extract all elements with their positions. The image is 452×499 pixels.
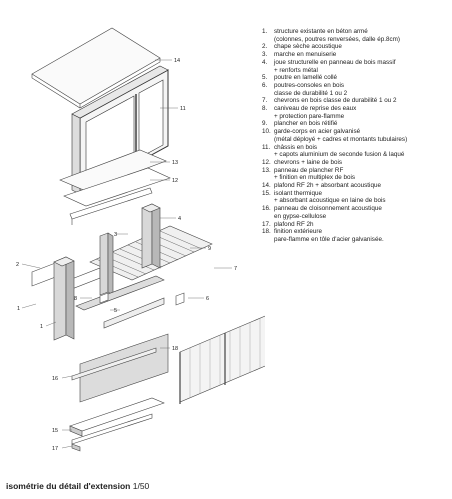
exterior-finish [79,333,169,403]
legend-item: 2. chape sèche acoustique [262,43,448,51]
callout-17: 17 [52,446,58,452]
legend-number: 15. [262,189,271,197]
legend-text: plafond RF 2h [274,220,314,228]
legend-item: 16.panneau de cloisonnement acoustique e… [262,205,448,220]
legend-item: 12.chevrons + laine de bois [262,159,448,167]
legend-text: chevrons + laine de bois [274,158,343,166]
callout-12: 12 [172,178,178,184]
legend-item: 17.plafond RF 2h [262,221,448,229]
legend-number: 8. [262,105,268,113]
legend-text: marche en menuiserie [274,51,337,59]
legend-number: 14. [262,182,271,190]
legend-text: poutre en lamellé collé [274,74,338,82]
legend-number: 13. [262,166,271,174]
legend-number: 10. [262,128,271,136]
drawing-caption: isométrie du détail d'extension 1/50 [6,481,149,491]
legend-item: 7. chevrons en bois classe de durabilité … [262,97,448,105]
legend-item: 13.panneau de plancher RF + finition en … [262,167,448,182]
callout-9: 9 [208,246,211,252]
legend-number: 18. [262,228,271,236]
legend-item: 15.isolant thermique + absorbant acousti… [262,190,448,205]
legend-number: 5. [262,74,268,82]
callout-1: 1 [40,324,43,330]
legend-item: 11.châssis en bois + capots aluminium de… [262,144,448,159]
callout-18: 18 [172,346,178,352]
ceiling-rf [71,413,153,452]
legend-number: 7. [262,97,268,105]
legend-item: 10.garde-corps en acier galvanisé (métal… [262,128,448,143]
legend-item: 1. structure existante en béton armé (col… [262,28,448,43]
callout-5: 5 [114,308,117,314]
structure-assembly [31,203,213,341]
callout-6: 6 [206,296,209,302]
callout-11: 11 [180,106,186,112]
callout-labels: 14 11 13 12 3 4 9 2 7 1 8 5 6 1 10 18 16… [16,58,237,452]
legend-item: 9. plancher en bois rétifié [262,120,448,128]
guardrail [179,315,265,404]
legend-text: caniveau de reprise des eaux + protectio… [274,105,357,120]
caption-scale: 1/50 [132,481,150,491]
leader-lines [21,59,232,449]
callout-4: 4 [178,216,181,222]
legend-number: 1. [262,28,268,35]
legend-number: 6. [262,81,268,89]
legend-number: 12. [262,158,271,166]
legend-text: plancher en bois rétifié [274,120,338,128]
legend-list: 1. structure existante en béton armé (col… [262,28,448,244]
legend-text: joue structurelle en panneau de bois mas… [274,58,396,74]
legend-text: poutres-consoles en bois classe de durab… [274,81,348,97]
legend-text: finition extérieure pare-flamme en tôle … [274,228,384,243]
legend-number: 2. [262,43,268,51]
legend-text: panneau de plancher RF + finition en mul… [274,166,356,182]
legend-text: structure existante en béton armé (colon… [274,28,401,43]
callout-16: 16 [52,376,58,382]
legend-text: châssis en bois + capots aluminium de se… [274,143,405,159]
legend-item: 8. caniveau de reprise des eaux + protect… [262,105,448,120]
legend-item: 14.plafond RF 2h + absorbant acoustique [262,182,448,190]
callout-8: 8 [74,296,77,302]
legend-text: isolant thermique + absorbant acoustique… [274,189,386,205]
legend-number: 4. [262,58,268,66]
thermal-insulation [69,397,165,437]
legend-number: 9. [262,120,268,128]
legend-number: 3. [262,51,268,59]
callout-13: 13 [172,160,178,166]
isometric-drawing: 14 11 13 12 3 4 9 2 7 1 8 5 6 1 10 18 16… [16,27,265,452]
floor-panel [59,149,167,192]
caption-title: isométrie du détail d'extension [6,481,131,491]
callout-2: 2 [16,262,19,268]
ceiling-panel [31,27,161,109]
acoustic-partition [71,347,157,381]
legend-number: 11. [262,143,271,151]
legend-text: plafond RF 2h + absorbant acoustique [274,182,381,190]
legend-text: chevrons en bois classe de durabilité 1 … [274,97,397,105]
legend-item: 4. joue structurelle en panneau de bois m… [262,59,448,74]
legend-item: 3. marche en menuiserie [262,51,448,59]
callout-14: 14 [174,58,180,64]
legend-text: panneau de cloisonnement acoustique en g… [274,205,382,220]
legend-text: chape sèche acoustique [274,43,342,51]
legend-item: 18.finition extérieure pare-flamme en tô… [262,228,448,243]
callout-7: 7 [234,266,237,272]
legend-number: 16. [262,205,271,213]
legend-number: 17. [262,220,271,228]
callout-1-left: 1 [17,306,20,312]
legend-text: garde-corps en acier galvanisé (métal dé… [274,128,408,143]
callout-15: 15 [52,428,58,434]
legend-item: 6. poutres-consoles en bois classe de dur… [262,82,448,97]
callout-3: 3 [114,232,117,238]
joists-insulation [63,167,171,225]
legend-item: 5. poutre en lamellé collé [262,74,448,82]
